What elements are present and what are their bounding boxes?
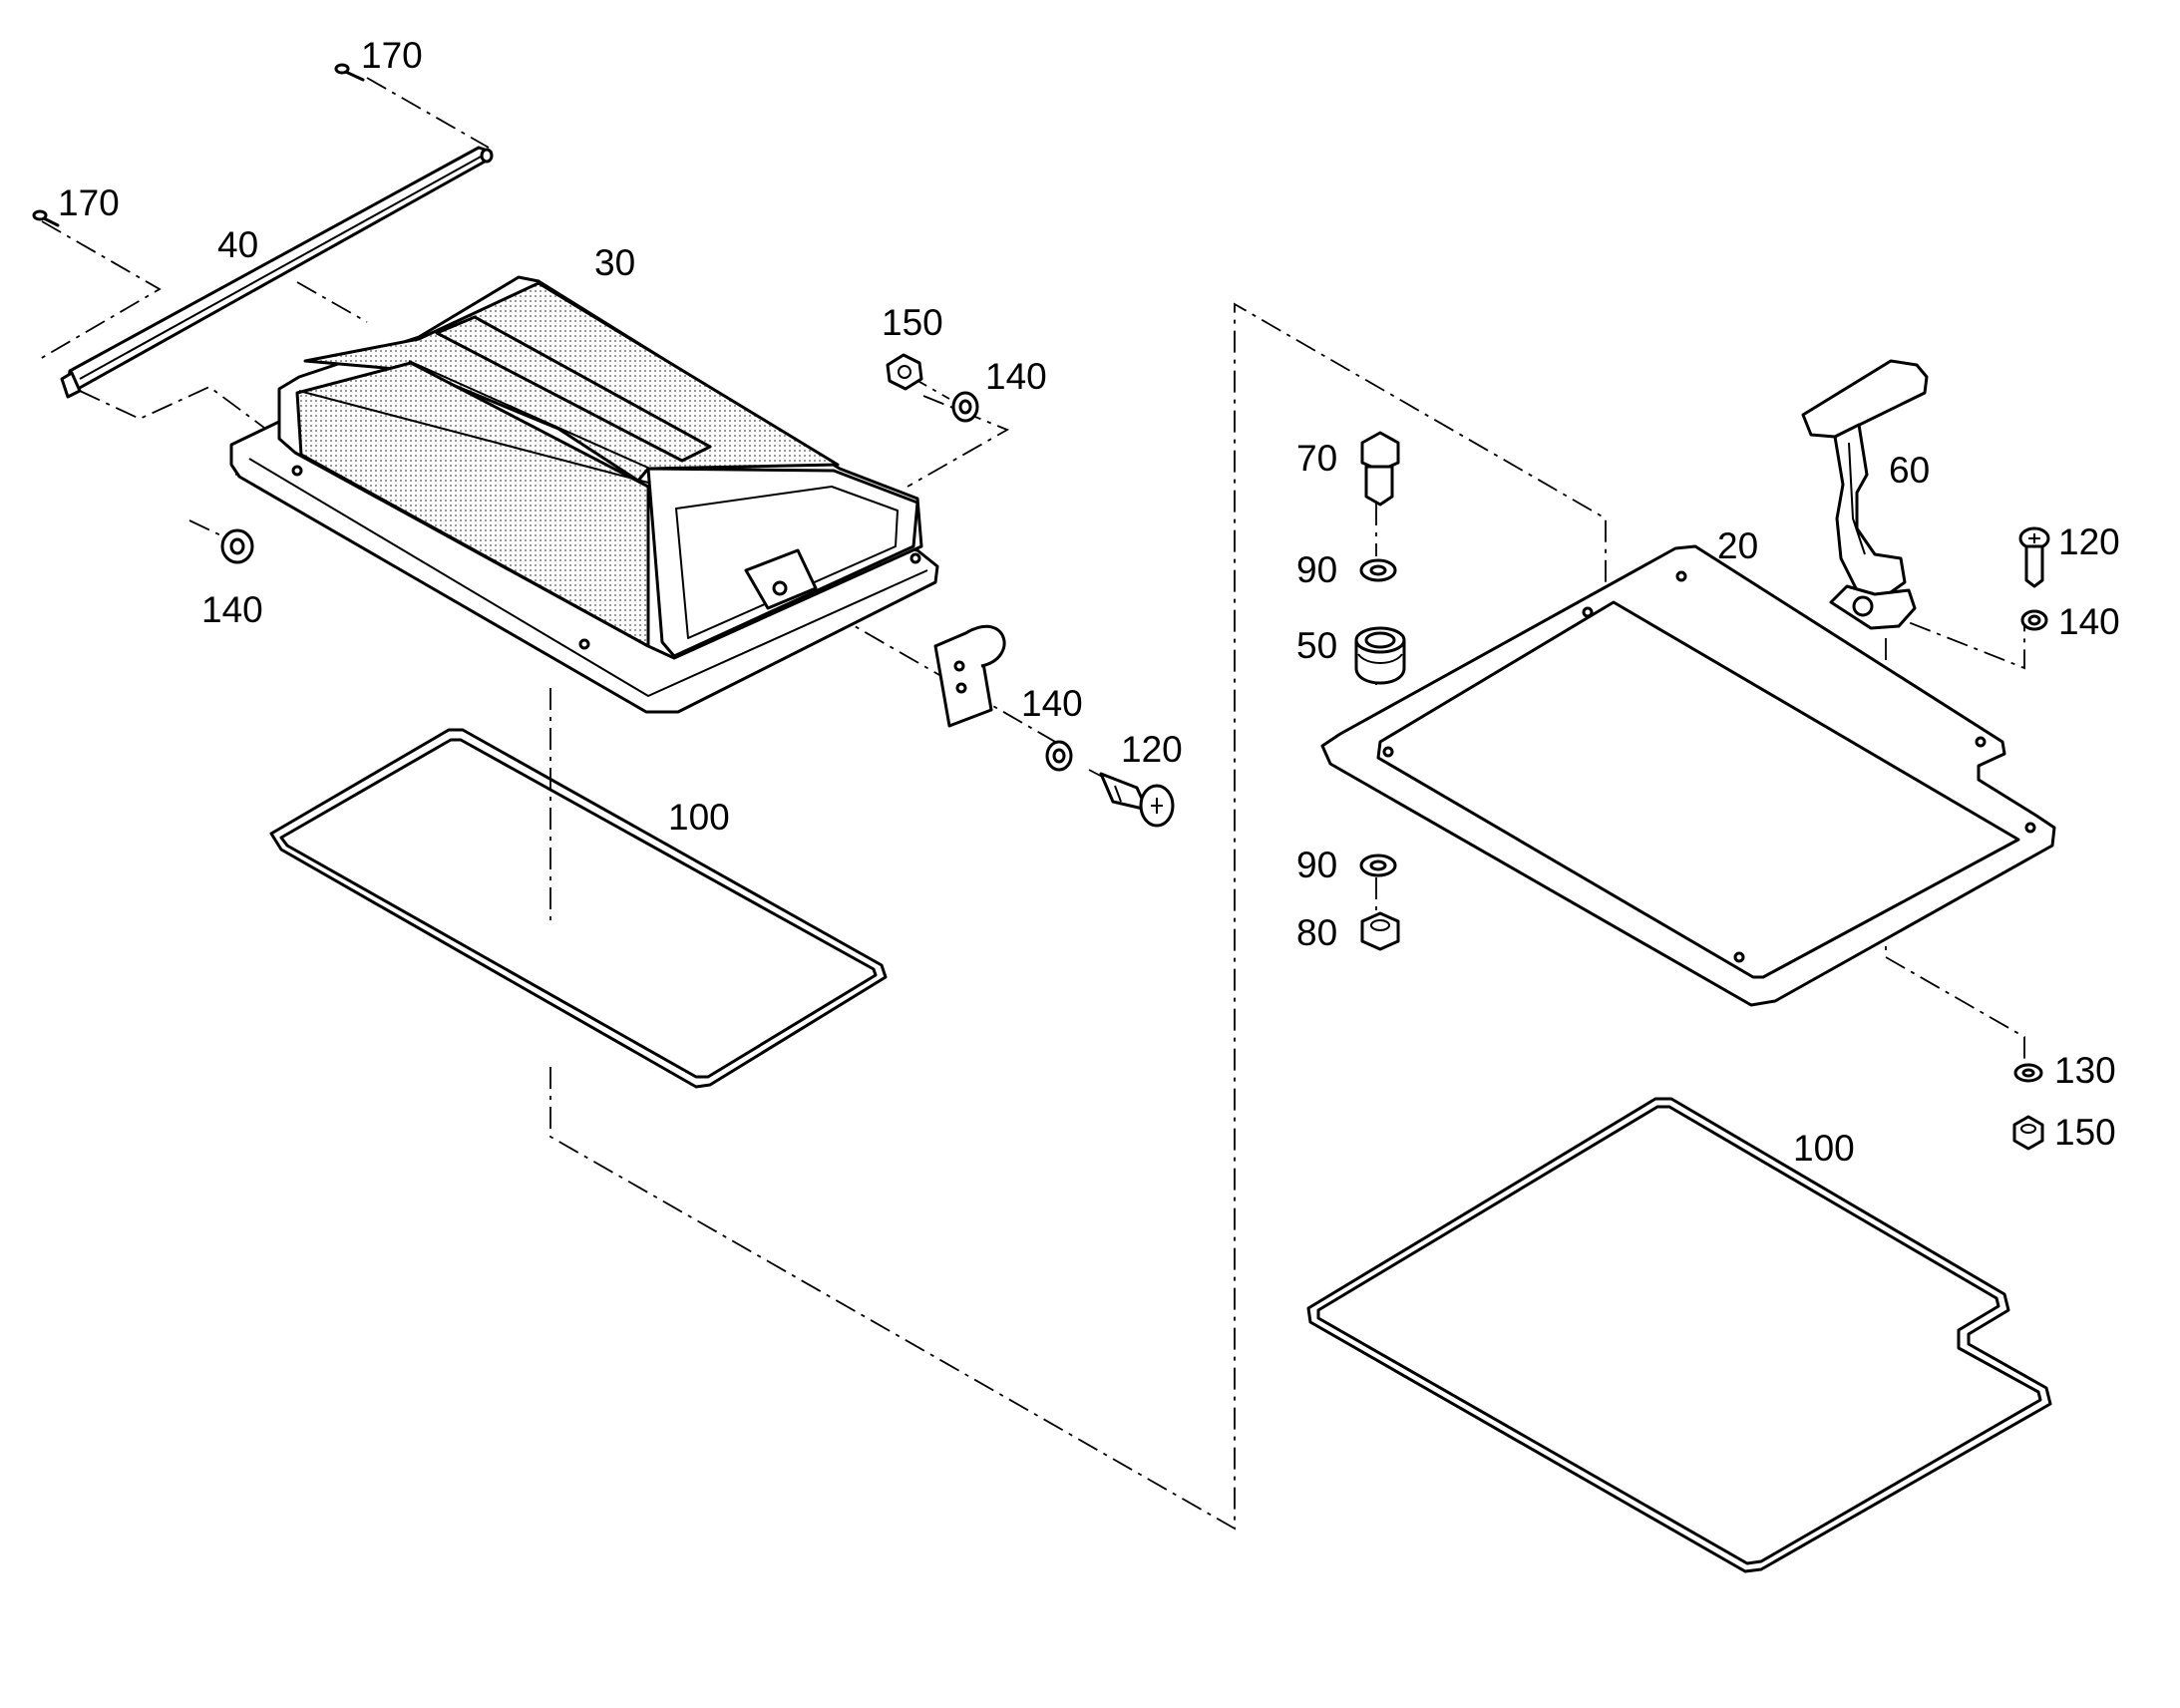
label-40: 40 (217, 224, 258, 265)
latch-bracket (933, 624, 1006, 728)
nut-80 (1360, 911, 1400, 951)
washer-90-top (1359, 558, 1397, 582)
seal-100-right (1306, 1097, 2052, 1573)
label-140-right-column: 140 (2058, 601, 2120, 642)
washer-140-top (951, 391, 979, 423)
callout-labels: 170 170 40 30 150 140 140 140 120 100 70… (58, 35, 2120, 1169)
label-100-left: 100 (668, 797, 730, 838)
nut-150-top (886, 353, 923, 391)
handle-60 (1801, 359, 1929, 630)
label-30: 30 (594, 242, 635, 283)
label-60: 60 (1889, 450, 1930, 491)
label-90-bottom: 90 (1296, 845, 1337, 885)
base-frame-20 (1320, 544, 2056, 1007)
label-70: 70 (1296, 438, 1337, 479)
washer-90-bottom (1359, 854, 1397, 877)
washer-130 (2013, 1063, 2043, 1083)
label-140-top: 140 (985, 356, 1047, 397)
pin-170-top (334, 63, 365, 82)
label-140-right: 140 (1021, 683, 1083, 724)
label-170-top: 170 (361, 35, 423, 76)
pin-170-left (32, 209, 60, 227)
bushing-50 (1354, 626, 1406, 685)
label-90-top: 90 (1296, 549, 1337, 590)
label-120-right: 120 (2058, 521, 2120, 562)
label-150-top: 150 (882, 302, 943, 343)
washer-140-left (220, 528, 254, 564)
cover-housing-30 (229, 275, 939, 714)
nut-150-bottom (2012, 1115, 2044, 1151)
label-140-left: 140 (201, 589, 263, 630)
label-150-bottom: 150 (2054, 1112, 2116, 1153)
label-130: 130 (2054, 1050, 2116, 1091)
washer-140-right-column (2020, 609, 2048, 631)
label-100-right: 100 (1793, 1128, 1855, 1169)
bolt-70 (1360, 431, 1400, 507)
label-80: 80 (1296, 912, 1337, 953)
rod-40 (60, 146, 494, 399)
screw-120-right-column (2018, 526, 2050, 588)
washer-140-right (1045, 740, 1073, 772)
label-120-left: 120 (1121, 729, 1183, 770)
label-50: 50 (1296, 625, 1337, 666)
screw-120-right (1099, 772, 1175, 828)
seal-100-left (269, 728, 888, 1089)
label-20: 20 (1717, 525, 1758, 566)
label-170-left: 170 (58, 182, 120, 223)
